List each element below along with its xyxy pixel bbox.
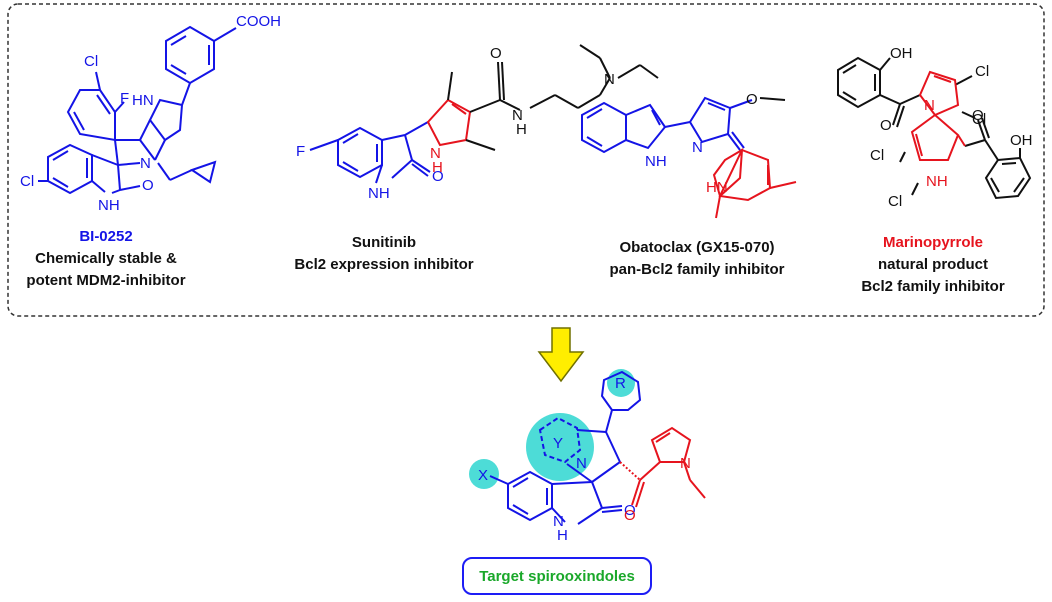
sunitinib-f-label: F <box>296 143 305 160</box>
target-y-label: Y <box>553 435 563 452</box>
sunitinib-nh-oxindole-label: NH <box>368 185 390 202</box>
sunitinib-amide-n-label: N <box>512 107 523 124</box>
sunitinib-structure <box>309 44 659 184</box>
target-h-oxindole-label: H <box>557 527 568 544</box>
obatoclax-hn-label: HN <box>706 179 728 196</box>
obatoclax-desc: pan-Bcl2 family inhibitor <box>609 261 784 278</box>
marinopyrrole-oh-top-label: OH <box>890 45 913 62</box>
target-structure <box>469 369 706 525</box>
target-n-oxindole-label: N <box>553 513 564 530</box>
sunitinib-amide-o-label: O <box>490 45 502 62</box>
marinopyrrole-cl-4-label: Cl <box>888 193 902 210</box>
sunitinib-name: Sunitinib <box>352 234 416 251</box>
target-label-box: Target spirooxindoles <box>462 557 652 595</box>
marinopyrrole-desc-line2: Bcl2 family inhibitor <box>861 278 1005 295</box>
x-highlight <box>469 459 499 489</box>
target-o-ketone-label: O <box>624 507 636 524</box>
obatoclax-structure <box>581 96 797 219</box>
marinopyrrole-cl-1-label: Cl <box>975 63 989 80</box>
bi0252-desc-line2: potent MDM2-inhibitor <box>26 272 185 289</box>
target-x-label: X <box>478 467 488 484</box>
target-n-label: N <box>576 455 587 472</box>
target-label: Target spirooxindoles <box>479 567 635 585</box>
marinopyrrole-desc-line1: natural product <box>878 256 988 273</box>
target-pyrrole-n-label: N <box>680 455 691 472</box>
sunitinib-desc: Bcl2 expression inhibitor <box>294 256 473 273</box>
bi0252-n-label: N <box>140 155 151 172</box>
bi0252-name: BI-0252 <box>79 228 132 245</box>
bi0252-structure <box>38 25 237 195</box>
bi0252-nh-label: NH <box>98 197 120 214</box>
sunitinib-amine-n-label: N <box>604 71 615 88</box>
bi0252-o-label: O <box>142 177 154 194</box>
bi0252-cooh-label: COOH <box>236 13 281 30</box>
obatoclax-n-label: N <box>692 139 703 156</box>
sunitinib-pyrrole-h-label: H <box>432 159 443 176</box>
marinopyrrole-o-1-label: O <box>880 117 892 134</box>
sunitinib-o-oxindole-label: O <box>432 168 444 185</box>
marinopyrrole-cl-2-label: Cl <box>972 111 986 128</box>
down-arrow-icon <box>537 327 585 383</box>
marinopyrrole-name: Marinopyrrole <box>883 234 983 251</box>
obatoclax-o-label: O <box>746 91 758 108</box>
sunitinib-amide-h-label: H <box>516 121 527 138</box>
target-r-label: R <box>615 375 626 392</box>
sunitinib-pyrrole-n-label: N <box>430 145 441 162</box>
obatoclax-nh-indole-label: NH <box>645 153 667 170</box>
bi0252-f-label: F <box>120 90 129 107</box>
marinopyrrole-oh-bottom-label: OH <box>1010 132 1033 149</box>
marinopyrrole-n-label: N <box>924 97 935 114</box>
target-o-oxindole-label: O <box>624 502 636 519</box>
marinopyrrole-cl-3-label: Cl <box>870 147 884 164</box>
marinopyrrole-o-2-label: O <box>972 107 984 124</box>
obatoclax-name: Obatoclax (GX15-070) <box>619 239 774 256</box>
marinopyrrole-nh-label: NH <box>926 173 948 190</box>
marinopyrrole-structure <box>837 56 1032 200</box>
bi0252-desc-line1: Chemically stable & <box>35 250 177 267</box>
inhibitors-frame <box>7 3 1045 317</box>
bi0252-hn-label: HN <box>132 92 154 109</box>
bi0252-cl-top-label: Cl <box>84 53 98 70</box>
bi0252-cl-bottom-label: Cl <box>20 173 34 190</box>
